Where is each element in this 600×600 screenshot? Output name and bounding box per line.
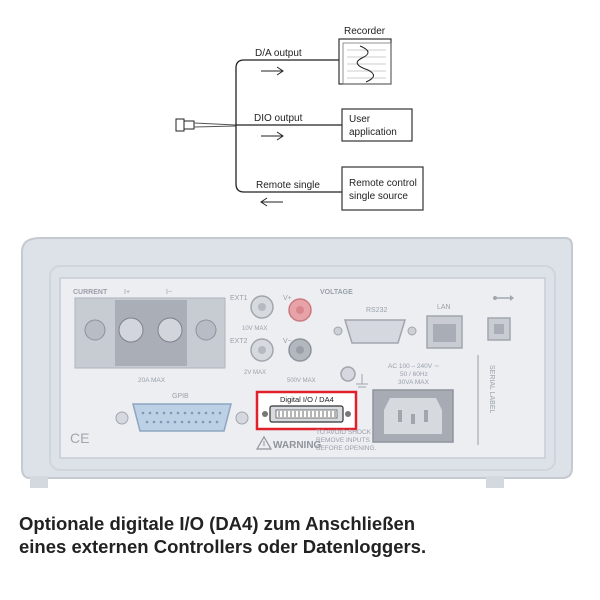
rs232-label: RS232 xyxy=(366,307,388,314)
user-application-line-2: application xyxy=(349,127,397,138)
user-application-box: User application xyxy=(341,108,413,142)
branch-line-da xyxy=(235,59,340,125)
ac-line-3: 30VA MAX xyxy=(398,379,430,386)
current-max-label: 20A MAX xyxy=(138,377,166,384)
panel-inner-frame xyxy=(49,265,556,471)
caption-line-2: eines externen Controllers oder Datenlog… xyxy=(19,536,427,557)
panel-foot xyxy=(486,476,504,488)
branch-line-remote xyxy=(235,125,342,193)
bnc-center xyxy=(258,303,266,311)
voltage-max-label: 500V MAX xyxy=(287,378,316,384)
ac-line-1: AC 100 – 240V ∼ xyxy=(388,363,440,370)
arrow-right-icon xyxy=(261,131,284,141)
usb-port-inner xyxy=(494,324,504,334)
remote-control-line-2: single source xyxy=(349,191,408,202)
port-screw-icon xyxy=(333,326,343,336)
arrow-right-icon xyxy=(261,66,284,76)
gpib-label: GPIB xyxy=(172,393,189,400)
digital-io-pins xyxy=(275,409,338,419)
terminal-screw-icon xyxy=(157,317,183,343)
ac-pin xyxy=(411,414,415,424)
rs232-port-icon xyxy=(343,319,407,344)
panel-foot xyxy=(30,476,48,488)
terminal-screw-icon xyxy=(84,319,106,341)
current-label: CURRENT xyxy=(73,289,108,296)
bnc-center xyxy=(258,346,266,354)
port-screw-icon xyxy=(235,411,249,425)
warning-line-2: REMOVE INPUTS xyxy=(316,437,370,444)
i-minus-label: I− xyxy=(166,289,172,296)
caption-line-1: Optionale digitale I/O (DA4) zum Anschli… xyxy=(19,513,416,534)
gpib-pins xyxy=(141,411,222,424)
ext1-max-label: 10V MAX xyxy=(242,326,267,332)
lan-label: LAN xyxy=(437,304,451,311)
connector-plug-icon xyxy=(175,118,237,132)
voltage-label: VOLTAGE xyxy=(320,289,353,296)
da-output-label: D/A output xyxy=(255,48,302,59)
terminal-screw-icon xyxy=(118,317,144,343)
warning-triangle-icon xyxy=(255,435,273,450)
recorder-icon xyxy=(338,38,392,85)
ce-mark: CE xyxy=(70,430,89,446)
remote-control-line-1: Remote control xyxy=(349,178,417,189)
terminal-screw-icon xyxy=(195,319,217,341)
warning-line-1: TO AVOID SHOCK xyxy=(316,429,372,436)
connection-diagram: D/A output DIO output Remote single Reco… xyxy=(175,26,424,211)
warning-line-3: BEFORE OPENING. xyxy=(316,445,377,452)
ac-pin xyxy=(398,410,402,422)
arrow-left-icon xyxy=(260,197,283,207)
serial-label: SERIAL LABEL xyxy=(488,365,495,413)
recorder-label: Recorder xyxy=(344,26,386,37)
ext2-label: EXT2 xyxy=(230,338,248,345)
port-screw-icon xyxy=(407,326,417,336)
device-rear-panel: CURRENT I+ I− 20A MAX EXT1 10V MAX EXT2 … xyxy=(21,237,573,488)
warning-label: WARNING xyxy=(273,440,322,451)
gpib-port-icon xyxy=(132,403,232,432)
usb-icon xyxy=(493,295,514,301)
ground-icon xyxy=(340,366,368,388)
ac-line-2: 50 / 60Hz xyxy=(400,371,428,378)
v-plus-label: V+ xyxy=(283,295,292,302)
i-plus-label: I+ xyxy=(124,289,130,296)
port-screw-icon xyxy=(262,411,268,417)
remote-control-box: Remote control single source xyxy=(341,166,424,211)
ext1-label: EXT1 xyxy=(230,295,248,302)
digital-io-pin-row xyxy=(278,411,336,417)
remote-single-label: Remote single xyxy=(256,180,320,191)
ac-pin xyxy=(424,410,428,422)
dio-output-label: DIO output xyxy=(254,113,303,124)
jack-center xyxy=(296,306,304,314)
digital-io-label: Digital I/O / DA4 xyxy=(280,395,334,404)
caption: Optionale digitale I/O (DA4) zum Anschli… xyxy=(19,512,589,558)
jack-center xyxy=(296,346,304,354)
port-screw-icon xyxy=(115,411,129,425)
port-screw-icon xyxy=(345,411,351,417)
lan-port-inner xyxy=(433,324,456,342)
user-application-line-1: User xyxy=(349,114,371,125)
v-minus-label: V− xyxy=(283,338,292,345)
ext2-max-label: 2V MAX xyxy=(244,370,266,376)
